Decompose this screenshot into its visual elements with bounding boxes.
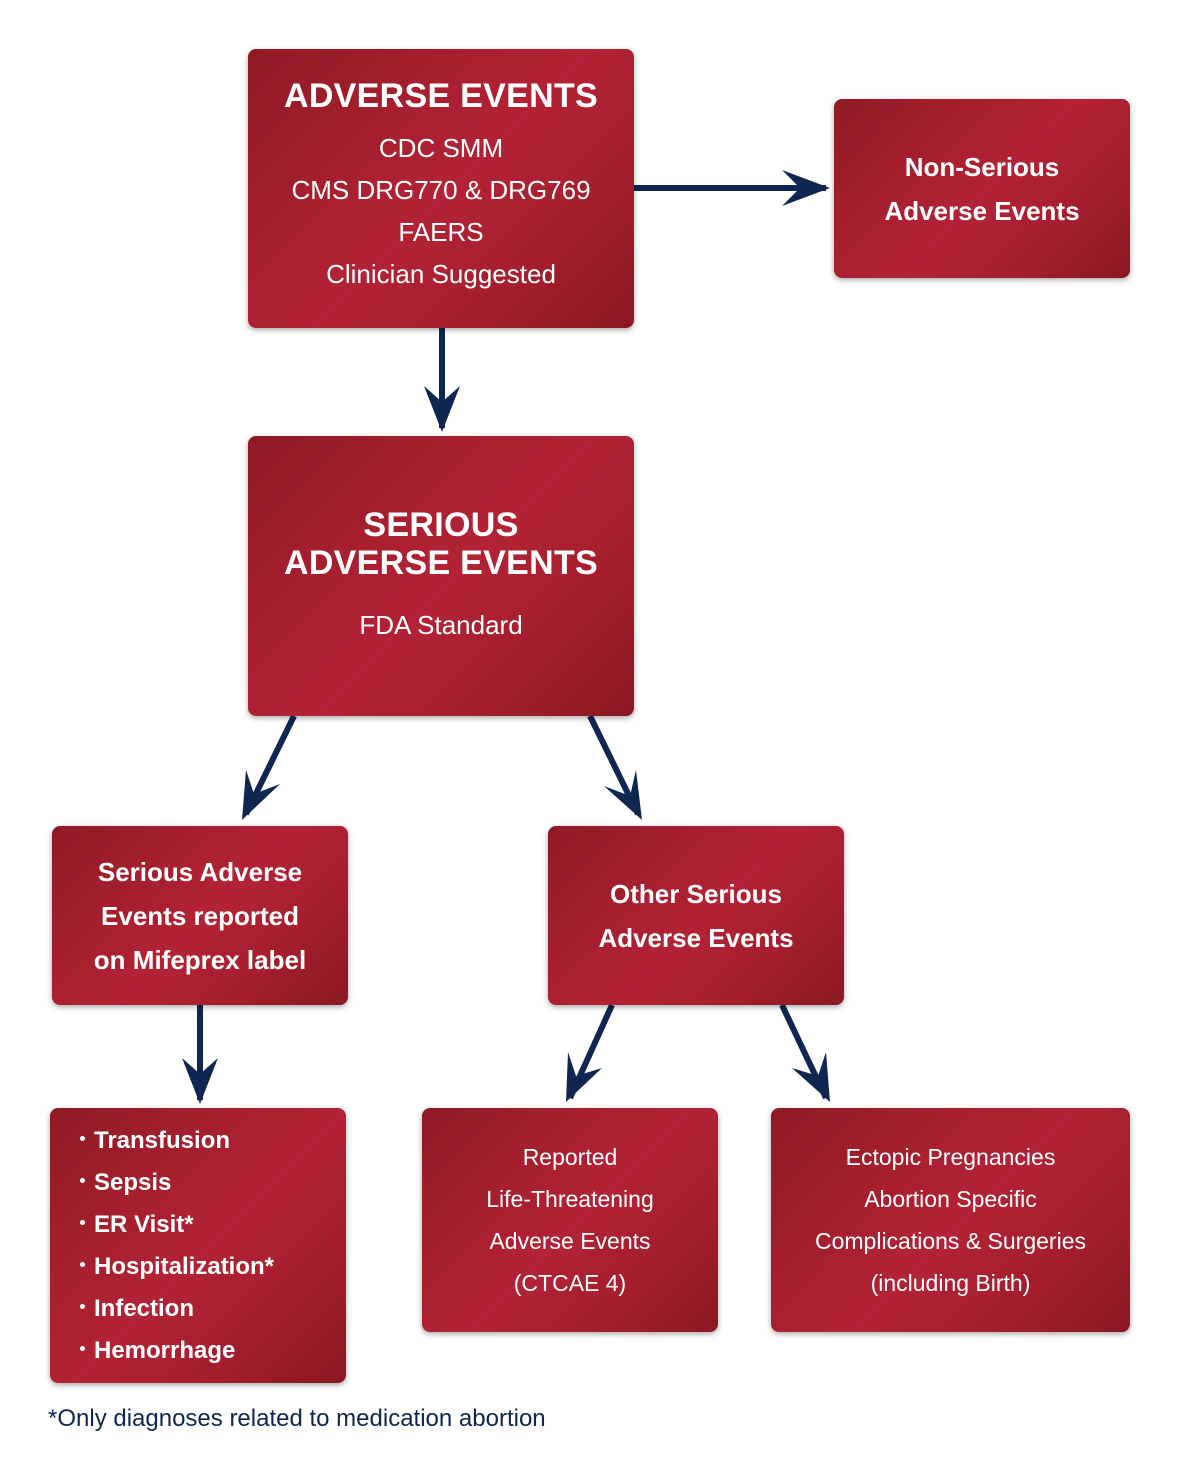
bullet-icon: [80, 1135, 85, 1141]
node-line: Ectopic Pregnancies: [845, 1144, 1056, 1170]
bullet-icon: [80, 1219, 85, 1225]
node-line: Adverse Events: [598, 922, 794, 953]
arrowhead-icon: [792, 1052, 830, 1102]
node-line: Complications & Surgeries: [814, 1228, 1086, 1254]
node-line: Adverse Events: [884, 195, 1080, 226]
footnote: *Only diagnoses related to medication ab…: [48, 1405, 546, 1432]
bullet-icon: [80, 1345, 85, 1351]
node-line: Non-Serious: [904, 151, 1060, 182]
node-other-serious: Other Serious Adverse Events: [548, 826, 844, 1005]
node-adverse-events: ADVERSE EVENTS CDC SMM CMS DRG770 & DRG7…: [248, 49, 634, 328]
node-line: (CTCAE 4): [513, 1270, 627, 1296]
node-title: ADVERSE EVENTS: [283, 77, 599, 115]
node-serious-adverse-events: SERIOUS ADVERSE EVENTS FDA Standard: [248, 436, 634, 716]
bullet-icon: [80, 1303, 85, 1309]
list-item: Hemorrhage: [80, 1330, 235, 1372]
node-line: Events reported: [101, 900, 299, 931]
arrowhead-icon: [242, 770, 280, 820]
node-line: (including Birth): [870, 1270, 1031, 1296]
arrowhead-icon: [424, 386, 460, 432]
node-line: on Mifeprex label: [93, 944, 307, 975]
list-item: Infection: [80, 1288, 194, 1330]
list-item: Sepsis: [80, 1162, 171, 1204]
node-subtitle: FDA Standard: [359, 610, 523, 640]
node-line: Serious Adverse: [97, 856, 303, 887]
bullet-icon: [80, 1261, 85, 1267]
node-line: Adverse Events: [489, 1228, 651, 1254]
node-life-threatening: Reported Life-Threatening Adverse Events…: [422, 1108, 718, 1332]
node-non-serious: Non-Serious Adverse Events: [834, 99, 1130, 278]
list-item: Transfusion: [80, 1120, 230, 1162]
list-item: ER Visit*: [80, 1204, 194, 1246]
node-mifeprex-label: Serious Adverse Events reported on Mifep…: [52, 826, 348, 1005]
node-line: FAERS: [398, 217, 484, 247]
arrowhead-icon: [604, 770, 642, 820]
node-mifeprex-list: Transfusion Sepsis ER Visit* Hospitaliza…: [50, 1108, 346, 1383]
list-item: Hospitalization*: [80, 1246, 274, 1288]
node-line: Reported: [522, 1144, 618, 1170]
node-title: ADVERSE EVENTS: [283, 544, 599, 582]
arrowhead-icon: [782, 170, 830, 206]
node-title: SERIOUS: [363, 506, 519, 544]
bullet-icon: [80, 1177, 85, 1183]
node-line: Life-Threatening: [486, 1186, 654, 1212]
node-line: Abortion Specific: [864, 1186, 1037, 1212]
node-line: Clinician Suggested: [326, 259, 556, 289]
node-line: Other Serious: [610, 878, 782, 909]
node-line: CMS DRG770 & DRG769: [291, 175, 591, 205]
arrowhead-icon: [182, 1058, 218, 1104]
node-line: CDC SMM: [378, 133, 504, 163]
node-ectopic-complications: Ectopic Pregnancies Abortion Specific Co…: [771, 1108, 1130, 1332]
arrowhead-icon: [566, 1052, 602, 1102]
